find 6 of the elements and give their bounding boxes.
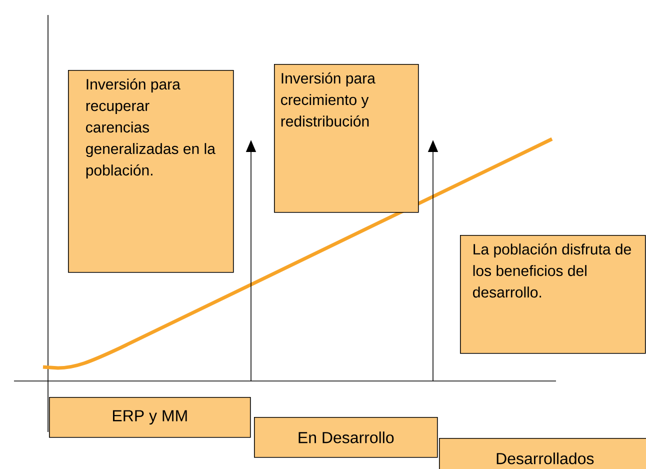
stage-box: ERP y MM [49,397,251,438]
text-box: Inversión para recuperar carencias generalizadas en la población. [68,70,234,273]
text-box: Inversión para crecimiento y redistribución [274,64,419,213]
stage-box: Desarrollados [439,438,646,469]
text-box: La población disfruta de los beneficios del desarrollo. [460,234,646,354]
stage-box: En Desarrollo [254,416,438,458]
